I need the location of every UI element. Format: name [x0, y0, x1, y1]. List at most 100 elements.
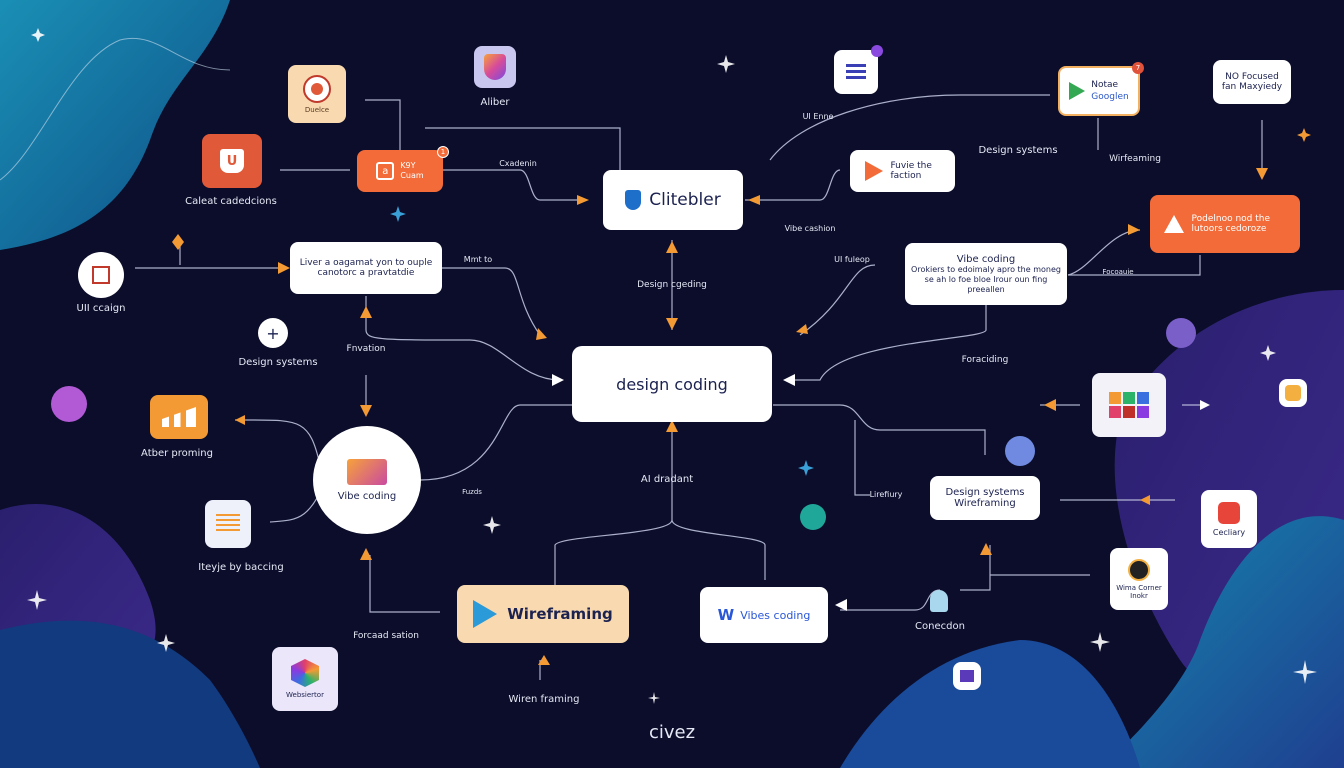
target-icon — [303, 74, 331, 103]
teal-icon[interactable] — [800, 504, 826, 530]
edge-label: AI dradant — [640, 474, 694, 485]
liver-node[interactable]: Liver a oagamat yon to ouple canotorc a … — [290, 242, 442, 294]
play-store-icon — [473, 600, 498, 628]
iteyje-label: Iteyje by baccing — [198, 562, 284, 573]
basket-icon: U — [220, 149, 244, 173]
edge-label: Cxadenin — [499, 159, 537, 168]
edge-label: Focoauie — [1102, 268, 1134, 276]
blocks-icon — [1109, 392, 1149, 418]
play-icon — [864, 161, 883, 181]
wiren-framing-label: Wiren framing — [508, 694, 580, 705]
orange-line2: Cuam — [400, 171, 424, 180]
wireframing-node[interactable]: Wireframing — [457, 585, 629, 643]
google-line2: Googlen — [1091, 92, 1129, 102]
design-systems-label: Design systems — [238, 357, 318, 368]
document-tile[interactable] — [205, 500, 251, 548]
google-line1: Notae — [1091, 80, 1119, 90]
edge-label: Mmt to — [463, 255, 493, 264]
edge-label: Wirfeaming — [1109, 154, 1161, 164]
shield-tile[interactable] — [474, 46, 516, 88]
app-icon: a — [376, 162, 395, 180]
clitebler-label: Clitebler — [649, 190, 721, 210]
no-focused-label: NO Focused fan Maxyiedy — [1221, 72, 1283, 92]
design-coding-center-node[interactable]: design coding — [572, 346, 772, 422]
small-icon-tile[interactable] — [1279, 379, 1307, 407]
edge-label: Design systems — [978, 145, 1058, 156]
vibe-box-title: Vibe coding — [956, 253, 1016, 265]
websiertor-label: Websiertor — [286, 691, 324, 699]
edge-label: UI fuleop — [834, 255, 870, 264]
duelce-tile[interactable]: Duelce — [288, 65, 346, 123]
vibe-coding-circle[interactable]: Vibe coding — [313, 426, 421, 534]
chat-icon[interactable] — [1005, 436, 1035, 466]
blocks-tile[interactable] — [1092, 373, 1166, 437]
bar-chart-icon — [162, 407, 196, 427]
shield-icon — [625, 190, 642, 210]
fuvie-label: Fuvie the faction — [890, 161, 932, 181]
list-tile[interactable] — [834, 45, 883, 94]
vibes-coding-node[interactable]: W Vibes coding — [700, 587, 828, 643]
orange-line1: K9Y — [400, 161, 416, 170]
edge-label: Foraciding — [961, 355, 1009, 365]
w-logo-icon: W — [717, 606, 735, 624]
warning-node[interactable]: Podelnoo nod the lutoors cedoroze — [1150, 195, 1300, 253]
document-icon — [216, 514, 240, 534]
ui-design-icon[interactable] — [78, 252, 124, 298]
atber-label: Atber proming — [141, 448, 213, 459]
wireframing-label: Wireframing — [507, 605, 613, 623]
vibes-coding-label: Vibes coding — [740, 608, 811, 622]
play-store-icon — [1069, 82, 1086, 100]
duelce-label: Duelce — [304, 105, 330, 114]
person-icon — [930, 590, 948, 612]
wima-label: Wima Corner Inokr — [1116, 583, 1162, 600]
ds-line1: Design systems — [945, 487, 1025, 498]
connection-label: Conecdon — [915, 621, 965, 632]
vibe-box-body: Orokiers to edoimaly apro the moneg se a… — [911, 264, 1061, 294]
shield-icon — [484, 54, 506, 80]
ui-design-label: UII ccaign — [76, 303, 126, 314]
plus-icon[interactable]: + — [258, 318, 288, 348]
caleat-tile[interactable]: U — [202, 134, 262, 188]
chart-tile[interactable] — [150, 395, 208, 439]
edge-label: Forcaad sation — [353, 631, 419, 641]
hexagon-icon — [291, 659, 319, 687]
cecliary-label: Cecliary — [1212, 527, 1246, 537]
small-purple-tile[interactable] — [953, 662, 981, 690]
face-icon — [1285, 385, 1301, 401]
app-icon — [960, 670, 974, 682]
no-focused-node[interactable]: NO Focused fan Maxyiedy — [1213, 60, 1291, 104]
center-title: design coding — [616, 374, 728, 394]
cecliary-tile[interactable]: Cecliary — [1201, 490, 1257, 548]
edge-label: Lirefiury — [869, 490, 903, 499]
edge-label: Fnvation — [346, 344, 386, 354]
wima-tile[interactable]: Wima Corner Inokr — [1110, 548, 1168, 610]
brand-logo: civez — [648, 722, 696, 743]
house-icon — [92, 266, 110, 284]
notification-badge: 1 — [437, 146, 449, 158]
tool-icon[interactable] — [1166, 318, 1196, 348]
vibe-coding-node[interactable]: Vibe coding Orokiers to edoimaly apro th… — [905, 243, 1067, 305]
aliber-label: Aliber — [480, 97, 510, 108]
warning-label: Podelnoo nod the lutoors cedoroze — [1191, 214, 1271, 234]
edge-label: UI Enne — [802, 112, 834, 121]
edge-label: Vibe cashion — [784, 224, 836, 233]
websiertor-tile[interactable]: Websiertor — [272, 647, 338, 711]
ds-line2: Wireframing — [954, 498, 1016, 509]
fuvie-node[interactable]: Fuvie the faction — [850, 150, 955, 192]
clitebler-node[interactable]: Clitebler — [603, 170, 743, 230]
badge-icon — [1128, 558, 1150, 581]
badge — [871, 45, 883, 57]
warning-icon — [1163, 215, 1184, 233]
pdf-icon — [1218, 501, 1240, 524]
liver-label: Liver a oagamat yon to ouple canotorc a … — [299, 258, 433, 278]
badge: 7 — [1132, 62, 1144, 74]
edge-label: Fuzds — [462, 488, 482, 496]
avatar[interactable] — [51, 386, 87, 422]
edge-label: Design cgeding — [637, 280, 707, 290]
vibe-circle-label: Vibe coding — [337, 490, 397, 502]
screen-icon — [347, 458, 387, 485]
list-icon — [846, 64, 866, 80]
